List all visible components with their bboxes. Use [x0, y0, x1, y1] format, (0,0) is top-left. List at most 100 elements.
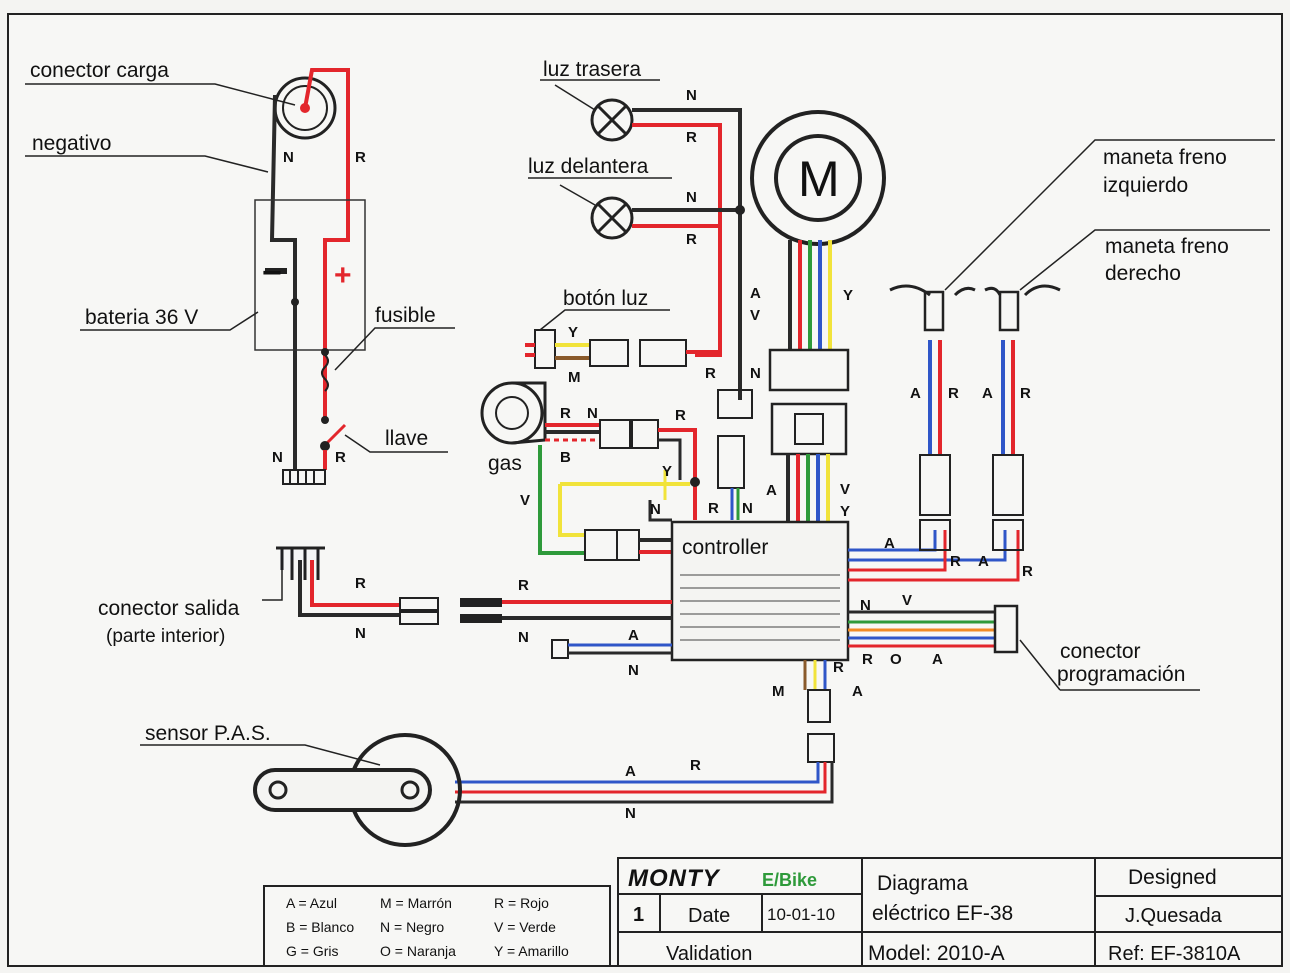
wire-letter: R: [950, 553, 961, 570]
legend-item: B = Blanco: [286, 919, 354, 935]
wire-letter: R: [675, 407, 686, 424]
wire-letter: N: [860, 597, 871, 614]
designer-name: J.Quesada: [1125, 905, 1223, 927]
wire-letter: R: [690, 757, 701, 774]
label-maneta-der-2: derecho: [1105, 262, 1181, 285]
wire-letter: R: [355, 149, 366, 166]
diagram-title-line2: eléctrico EF-38: [872, 902, 1013, 925]
wire-letter: V: [902, 592, 912, 609]
wire-letter: N: [518, 629, 529, 646]
wire-letter: R: [560, 405, 571, 422]
wire-letter: A: [628, 627, 639, 644]
legend-item: R = Rojo: [494, 895, 549, 911]
wire-letter: A: [625, 763, 636, 780]
rear-light-icon: [590, 98, 634, 142]
wire-letter: N: [686, 189, 697, 206]
wire-letter: A: [978, 553, 989, 570]
wire-letter: R: [1022, 563, 1033, 580]
sheet-border: [7, 13, 1283, 967]
wire-letter: R: [833, 659, 844, 676]
wire-letter: R: [355, 575, 366, 592]
sheet-number: 1: [633, 904, 644, 926]
wire-letter: R: [708, 500, 719, 517]
wire-letter: R: [335, 449, 346, 466]
wire-letter: A: [932, 651, 943, 668]
legend-item: V = Verde: [494, 919, 556, 935]
label-conector-salida-1: conector salida: [98, 597, 240, 620]
front-light-icon: [590, 196, 634, 240]
label-sensor-pas: sensor P.A.S.: [145, 722, 271, 745]
wire-letter: A: [884, 535, 895, 552]
wire-letter: A: [852, 683, 863, 700]
label-luz-trasera: luz trasera: [543, 58, 641, 81]
wire-letter: N: [686, 87, 697, 104]
date-label: Date: [688, 905, 730, 927]
legend-item: G = Gris: [286, 943, 339, 959]
label-conector-carga: conector carga: [30, 59, 169, 82]
wire-letter: R: [1020, 385, 1031, 402]
wire-letter: A: [766, 482, 777, 499]
brand-subtitle: E/Bike: [762, 870, 817, 890]
wire-letter: Y: [568, 324, 578, 341]
wire-letter: N: [650, 501, 661, 518]
battery: [254, 199, 366, 351]
wire-letter: V: [750, 307, 760, 324]
label-conector-salida-2: (parte interior): [106, 626, 225, 647]
svg-text:M: M: [798, 151, 840, 207]
wire-letter: N: [283, 149, 294, 166]
battery-plus-sign: +: [334, 259, 352, 292]
motor-connector-top: [768, 348, 850, 392]
label-luz-delantera: luz delantera: [528, 155, 649, 178]
wire-letter: V: [840, 481, 850, 498]
wire-letter: N: [628, 662, 639, 679]
wire-letter: R: [948, 385, 959, 402]
wire-letter: N: [355, 625, 366, 642]
wire-letter: Y: [662, 463, 672, 480]
validation-label: Validation: [666, 943, 752, 965]
label-controller: controller: [682, 536, 768, 559]
label-maneta-izq-1: maneta freno: [1103, 146, 1227, 169]
left-brake-lever-icon: [889, 284, 976, 332]
wire-letter: R: [686, 129, 697, 146]
legend-item: A = Azul: [286, 895, 337, 911]
wire-letter: A: [750, 285, 761, 302]
wire-letter: N: [742, 500, 753, 517]
label-gas: gas: [488, 452, 522, 475]
date-value: 10-01-10: [767, 905, 835, 924]
wire-letter: O: [890, 651, 902, 668]
wire-letter: Y: [840, 503, 850, 520]
designed-label: Designed: [1128, 866, 1217, 889]
wire-letter: N: [625, 805, 636, 822]
reference-value: Ref: EF-3810A: [1108, 943, 1241, 965]
legend-item: Y = Amarillo: [494, 943, 569, 959]
label-boton-luz: botón luz: [563, 287, 648, 310]
pas-sensor-icon: [253, 733, 462, 847]
legend-item: O = Naranja: [380, 943, 456, 959]
label-conector-prog-1: conector: [1060, 640, 1141, 663]
wire-letter: R: [862, 651, 873, 668]
label-fusible: fusible: [375, 304, 436, 327]
wire-letter: R: [705, 365, 716, 382]
wire-letter: V: [520, 492, 530, 509]
wire-letter: R: [686, 231, 697, 248]
label-maneta-der-1: maneta freno: [1105, 235, 1229, 258]
label-maneta-izq-2: izquierdo: [1103, 174, 1188, 197]
label-llave: llave: [385, 427, 428, 450]
wire-letter: M: [568, 369, 581, 386]
model-value: Model: 2010-A: [868, 942, 1005, 965]
wire-letter: N: [750, 365, 761, 382]
right-brake-lever-icon: [984, 284, 1061, 332]
battery-minus-sign: −: [262, 254, 282, 292]
wire-letter: M: [772, 683, 785, 700]
wire-letter: R: [518, 577, 529, 594]
wire-letter: N: [587, 405, 598, 422]
label-bateria: bateria 36 V: [85, 306, 198, 329]
title-block: [617, 857, 1283, 967]
wire-letter: A: [982, 385, 993, 402]
diagram-title-line1: Diagrama: [877, 872, 968, 895]
label-conector-prog-2: programación: [1057, 663, 1185, 686]
wire-letter: N: [272, 449, 283, 466]
motor-icon: M: [750, 110, 886, 246]
wire-letter: B: [560, 449, 571, 466]
brand-logo: MONTY: [628, 865, 721, 892]
